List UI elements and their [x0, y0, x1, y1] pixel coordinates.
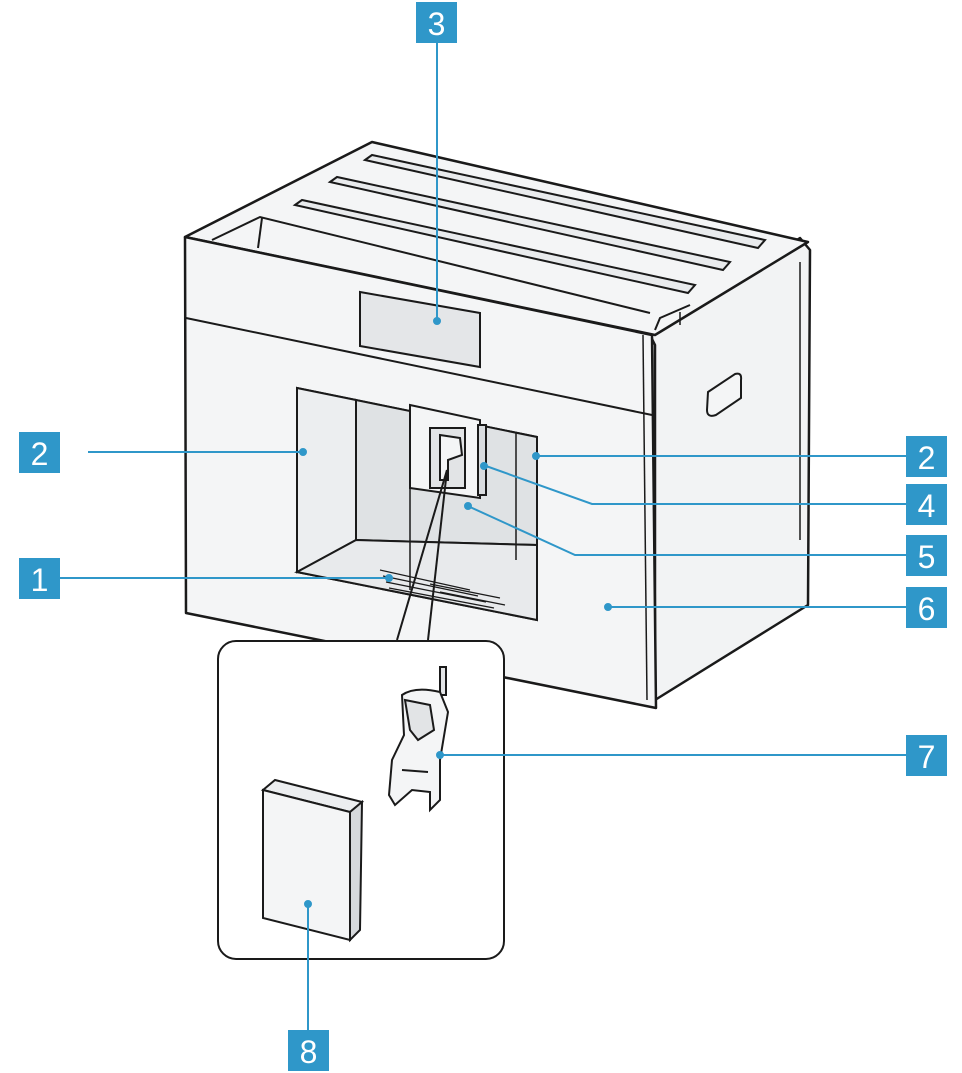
- machine-right-side: [648, 236, 812, 702]
- leader-lines: [58, 38, 906, 1035]
- coffee-outlet-unit: [409, 403, 487, 500]
- top-rim: [211, 215, 691, 331]
- callout-label: 8: [300, 1034, 318, 1070]
- top-vents: [292, 153, 767, 295]
- drip-tray-grille: [379, 569, 506, 609]
- callout-badge-3: 3: [416, 2, 457, 43]
- callout-label: 1: [31, 562, 49, 598]
- front-seam: [185, 317, 653, 416]
- callout-badge-2-left: 2: [19, 432, 60, 473]
- callout-label: 6: [918, 591, 936, 627]
- display-screen: [359, 290, 481, 369]
- detail-pointer: [396, 469, 448, 641]
- callout-label: 7: [918, 739, 936, 775]
- coffee-machine: [183, 140, 812, 710]
- callout-badge-5: 5: [906, 535, 947, 576]
- callout-label: 4: [918, 488, 936, 524]
- callout-label: 5: [918, 539, 936, 575]
- callout-label: 2: [31, 436, 49, 472]
- callout-label: 3: [428, 6, 446, 42]
- callout-badge-7: 7: [906, 735, 947, 776]
- cleaning-box-part: [260, 778, 365, 943]
- front-right-edge: [642, 334, 648, 701]
- callout-badge-2-right: 2: [906, 436, 947, 477]
- callout-badge-1: 1: [19, 558, 60, 599]
- callout-label: 2: [918, 440, 936, 476]
- side-handle: [705, 372, 743, 417]
- callout-badge-6: 6: [906, 587, 947, 628]
- milk-system-part: [387, 666, 450, 813]
- callout-badge-4: 4: [906, 484, 947, 525]
- dispensing-recess: [294, 386, 538, 622]
- callout-badge-8: 8: [288, 1030, 329, 1071]
